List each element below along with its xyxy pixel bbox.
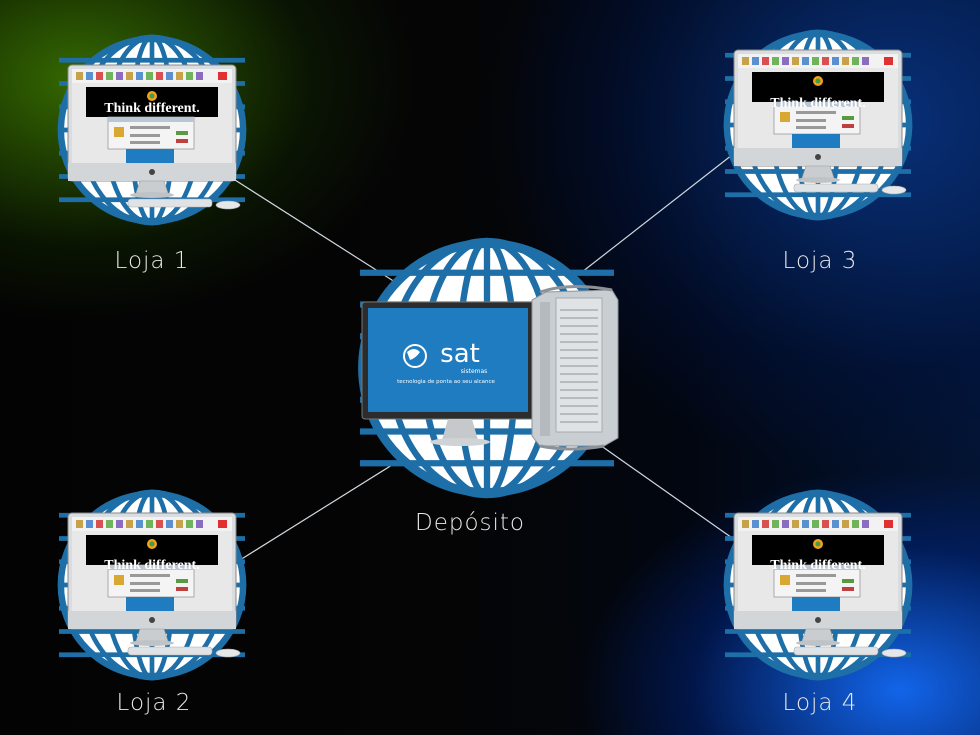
link-loja1: [234, 179, 396, 283]
screen-text: Think different.: [104, 558, 199, 573]
logo-sub: sistemas: [461, 368, 488, 375]
label-deposito: Depósito: [415, 510, 525, 536]
link-loja3: [581, 154, 733, 273]
screen-text: Think different.: [770, 558, 865, 573]
node-loja3[interactable]: Think different.: [725, 32, 911, 218]
label-loja4: Loja 4: [782, 690, 858, 716]
connections: [234, 154, 736, 561]
screen-text: Think different.: [770, 96, 865, 111]
label-loja2: Loja 2: [116, 690, 192, 716]
tagline: tecnologia de ponta ao seu alcance: [397, 379, 495, 385]
server-tower-icon: [531, 284, 619, 451]
node-loja2[interactable]: Think different.: [59, 492, 245, 678]
screen-text: Think different.: [104, 101, 199, 116]
node-loja4[interactable]: Think different.: [725, 492, 911, 678]
display-monitor-icon: [361, 301, 535, 446]
logo-text: sat: [440, 339, 480, 369]
node-loja1[interactable]: Think different.: [59, 37, 245, 223]
link-loja2: [239, 459, 401, 561]
label-loja1: Loja 1: [114, 248, 190, 274]
link-loja4: [599, 444, 736, 541]
node-deposito[interactable]: sat sistemas tecnologia de ponta ao seu …: [360, 241, 619, 495]
label-loja3: Loja 3: [782, 248, 858, 274]
